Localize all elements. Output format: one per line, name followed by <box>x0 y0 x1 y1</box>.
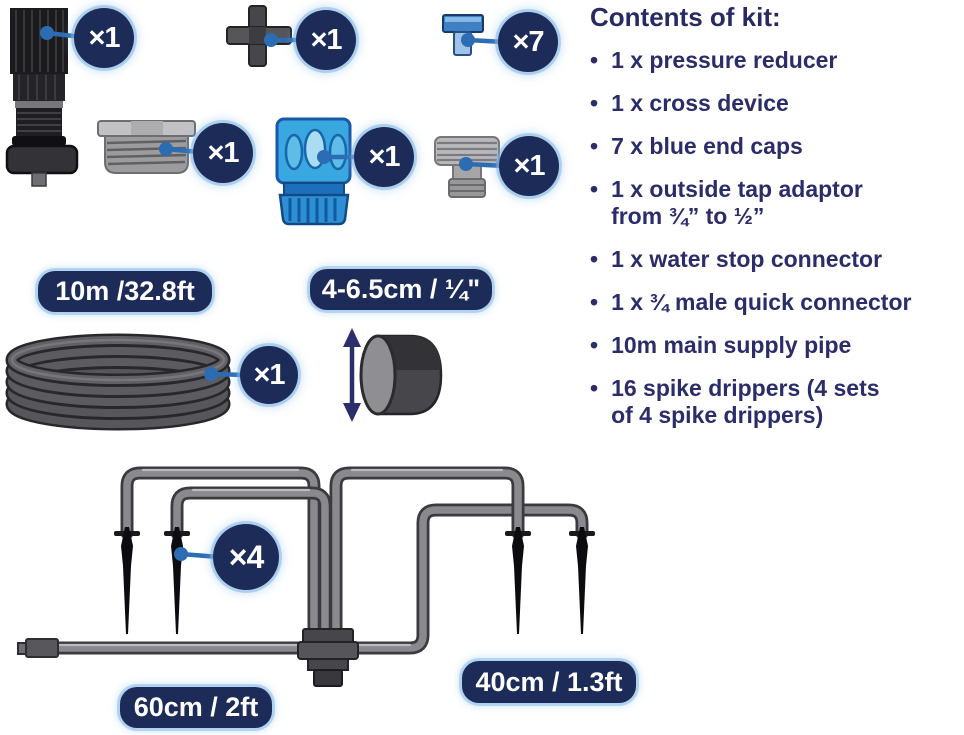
bullet: • <box>590 90 599 116</box>
count-badge-tap-adaptor: ×1 <box>193 123 253 183</box>
pipe-segment-illustration <box>359 334 443 416</box>
kit-list-item: • 1 x cross device <box>590 90 789 116</box>
kit-list-item: • 1 x water stop connector <box>590 246 883 272</box>
dripper-pipes-illustration <box>17 466 589 658</box>
pressure-reducer-illustration <box>5 8 79 187</box>
spike-drippers-illustration <box>114 527 595 634</box>
blue-end-cap-illustration <box>442 14 484 56</box>
label-right-branch-length: 40cm / 1.3ft <box>462 661 636 703</box>
count-badge-cross-device: ×1 <box>296 10 356 70</box>
count-badge-pressure-reducer: ×1 <box>74 8 134 68</box>
manifold-illustration <box>297 628 359 687</box>
label-pipe-length: 10m /32.8ft <box>38 271 212 312</box>
bullet: • <box>590 47 599 73</box>
kit-list-item: • 16 spike drippers (4 sets of 4 spike d… <box>590 375 880 428</box>
bullet: • <box>590 375 599 401</box>
bullet: • <box>590 133 599 159</box>
count-badge-water-stop-connector: ×1 <box>354 127 414 187</box>
kit-list-item: • 1 x pressure reducer <box>590 47 838 73</box>
kit-list-item: • 10m main supply pipe <box>590 332 852 358</box>
cross-device-illustration <box>226 5 292 67</box>
kit-list: • 1 x pressure reducer • 1 x cross devic… <box>590 47 964 429</box>
water-stop-connector-illustration <box>275 117 352 226</box>
count-badge-blue-end-cap: ×7 <box>498 12 558 72</box>
count-badge-supply-pipe: ×1 <box>240 346 298 404</box>
bullet: • <box>590 246 599 272</box>
bullet: • <box>590 289 599 315</box>
kit-list-item: • 7 x blue end caps <box>590 133 803 159</box>
count-badge-male-quick-connector: ×1 <box>499 136 559 196</box>
bullet: • <box>590 332 599 358</box>
kit-list-item: • 1 x outside tap adaptor from ¾” to ½” <box>590 176 863 229</box>
label-pipe-diameter: 4-6.5cm / ¼" <box>310 269 492 310</box>
tap-adaptor-illustration <box>97 120 196 174</box>
contents-panel: Contents of kit: • 1 x pressure reducer … <box>590 2 964 445</box>
leader-lines <box>40 26 506 561</box>
diameter-arrow-icon <box>343 328 361 422</box>
male-quick-connector-illustration <box>434 136 500 198</box>
count-badge-spike-drippers: ×4 <box>213 524 279 590</box>
bullet: • <box>590 176 599 202</box>
kit-list-item: • 1 x ¾ male quick connector <box>590 289 912 315</box>
label-left-branch-length: 60cm / 2ft <box>120 687 272 728</box>
contents-heading: Contents of kit: <box>590 2 781 32</box>
supply-pipe-coil-illustration <box>5 333 231 431</box>
